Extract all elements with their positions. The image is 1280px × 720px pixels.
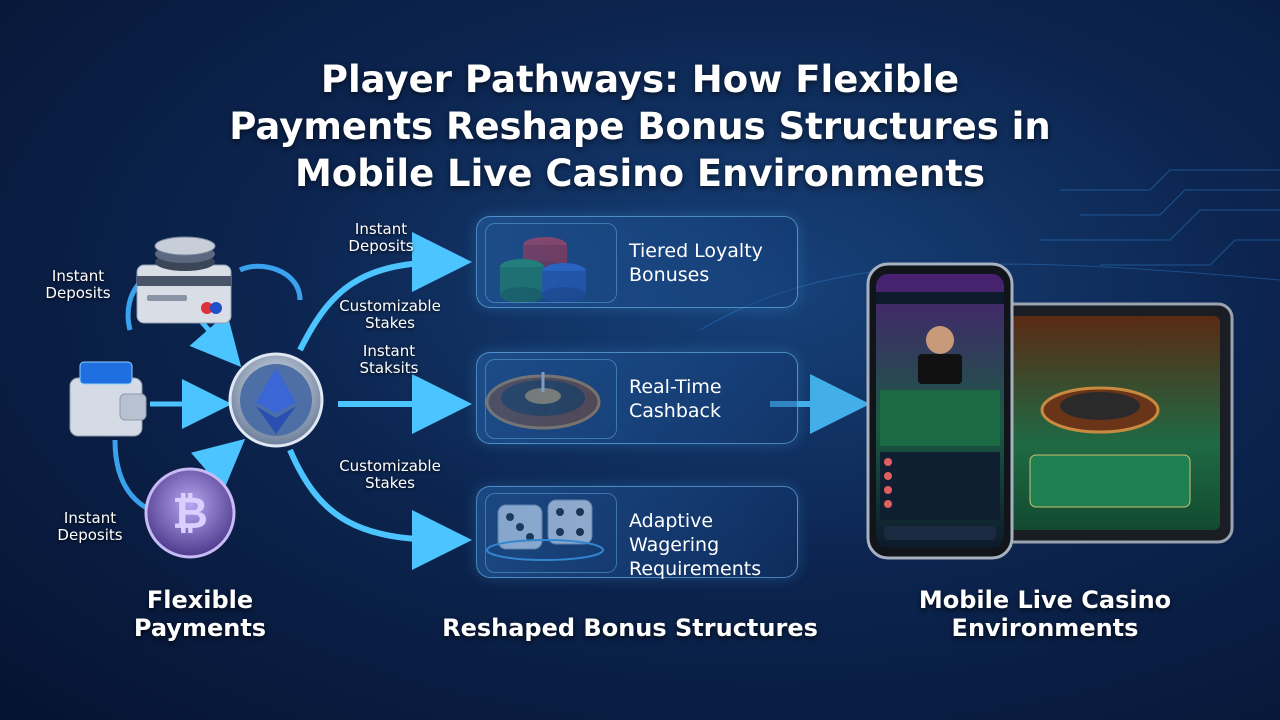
bonus-card-icon-frame: [485, 223, 617, 303]
flow-label-3-line1: Instant: [362, 342, 416, 360]
wallet-icon: [69, 361, 147, 437]
title-line-3: Mobile Live Casino Environments: [294, 152, 985, 195]
bonus-card-icon-frame: [485, 359, 617, 439]
phone-top-bar: [876, 292, 1004, 304]
flow-label-1: Instant Deposits: [336, 221, 426, 255]
ethereum-icon: [228, 352, 324, 448]
bonus-card-real-time-cashback: Real-Time Cashback: [476, 352, 798, 444]
flow-label-2-line2: Stakes: [365, 314, 415, 332]
flow-label-1-line1: Instant: [354, 220, 408, 238]
payments-label-bottom-line2: Deposits: [57, 526, 123, 544]
chat-input-bar: [884, 526, 996, 540]
section-label-casino-line1: Mobile Live Casino: [918, 586, 1172, 614]
flow-label-1-line2: Deposits: [348, 237, 414, 255]
bonus-card-text: Real-Time Cashback: [629, 375, 722, 423]
title-line-2: Payments Reshape Bonus Structures in: [229, 105, 1051, 148]
section-label-casino-line2: Environments: [951, 614, 1139, 642]
flow-label-2: Customizable Stakes: [330, 298, 450, 332]
player-list: [880, 452, 1000, 520]
page-title: Player Pathways: How Flexible Payments R…: [200, 56, 1080, 197]
flow-label-4: Customizable Stakes: [330, 458, 450, 492]
payments-label-top-line1: Instant: [51, 267, 105, 285]
payments-label-bottom: Instant Deposits: [50, 510, 130, 544]
bonus-card-text: Tiered Loyalty Bonuses: [629, 239, 763, 287]
bonus-card-3-line1: Adaptive Wagering: [629, 510, 720, 556]
bitcoin-icon: ₿: [144, 467, 236, 559]
bonus-card-adaptive-wagering: Adaptive Wagering Requirements: [476, 486, 798, 581]
tablet-device: [988, 302, 1234, 544]
bonus-card-1-line1: Tiered Loyalty: [629, 240, 763, 262]
bonus-card-icon-frame: [485, 493, 617, 573]
svg-text:₿: ₿: [172, 488, 208, 539]
flow-label-4-line1: Customizable: [339, 457, 441, 475]
payments-label-bottom-line1: Instant: [63, 509, 117, 527]
bonus-card-1-line2: Bonuses: [629, 264, 710, 286]
phone-device: [866, 262, 1014, 560]
flow-arrows: [287, 232, 870, 570]
section-label-bonus-structures: Reshaped Bonus Structures: [442, 614, 818, 642]
section-label-payments-line1: Flexible: [146, 586, 254, 614]
bonus-card-2-line2: Cashback: [629, 400, 722, 422]
bonus-card-tiered-loyalty: Tiered Loyalty Bonuses: [476, 216, 798, 308]
bonus-card-text: Adaptive Wagering Requirements: [629, 509, 797, 581]
credit-card-icon: [136, 264, 232, 324]
flow-label-4-line2: Stakes: [365, 474, 415, 492]
dealer-icon: [926, 326, 954, 354]
section-label-payments-line2: Payments: [133, 614, 267, 642]
poker-chips-icon: [154, 236, 216, 271]
flow-label-3: Instant Staksits: [344, 343, 434, 377]
payments-label-top: Instant Deposits: [38, 268, 118, 302]
payments-label-top-line2: Deposits: [45, 284, 111, 302]
section-label-flexible-payments: Flexible Payments: [90, 586, 310, 642]
section-label-mobile-casino: Mobile Live Casino Environments: [890, 586, 1200, 642]
payment-arrows: [150, 312, 246, 491]
bonus-card-2-line1: Real-Time: [629, 376, 722, 398]
bonus-card-3-line2: Requirements: [629, 558, 762, 580]
flow-label-2-line1: Customizable: [339, 297, 441, 315]
flow-label-3-line2: Staksits: [359, 359, 419, 377]
title-line-1: Player Pathways: How Flexible: [320, 58, 960, 101]
